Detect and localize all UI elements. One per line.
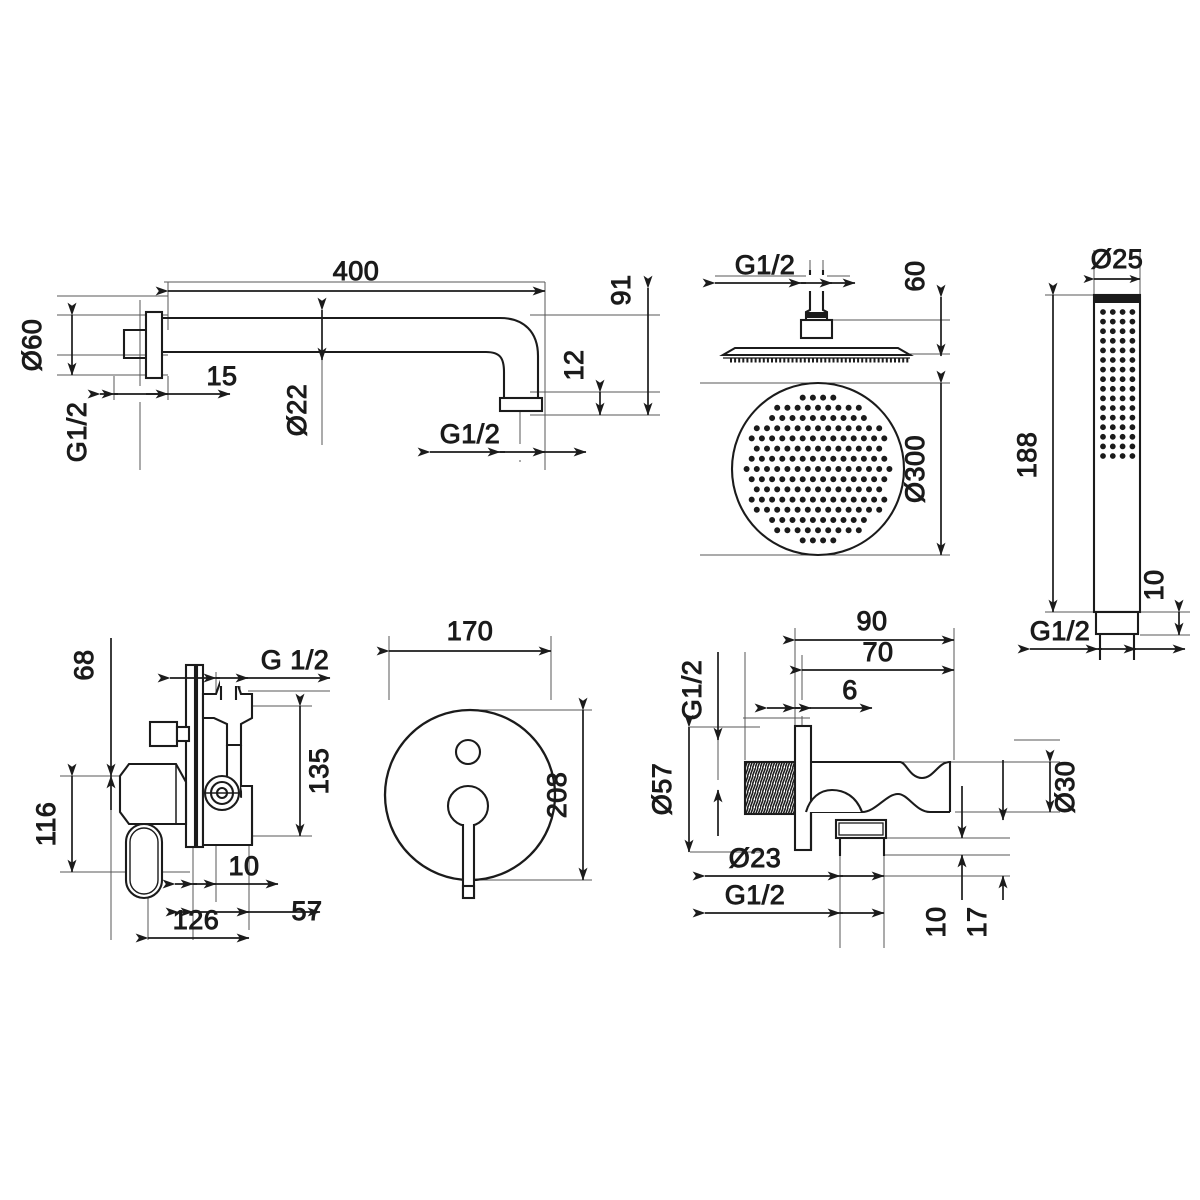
dim-d57: Ø57 xyxy=(647,714,694,853)
dim-label-17-outlet: 17 xyxy=(962,906,992,937)
view-shower-arm: 400 Ø60 G1/2 15 Ø22 91 xyxy=(17,256,660,470)
dim-10-handshower: 10 xyxy=(1139,569,1184,636)
dim-label-d23: Ø23 xyxy=(729,843,782,873)
dim-label-116: 116 xyxy=(31,802,61,847)
dim-d300: Ø300 xyxy=(900,370,946,556)
dim-g12-arm-in: G1/2 xyxy=(62,401,93,463)
dim-135: 135 xyxy=(295,693,335,837)
dim-170: 170 xyxy=(376,616,552,656)
dim-label-d30: Ø30 xyxy=(1050,761,1080,814)
dim-label-d25: Ø25 xyxy=(1091,244,1144,274)
dim-label-170: 170 xyxy=(447,616,494,646)
dim-10-outlet: 10 xyxy=(921,786,967,938)
dim-label-68: 68 xyxy=(69,649,99,680)
dim-g12-head: G1/2 xyxy=(702,250,856,291)
dim-label-90: 90 xyxy=(856,606,887,636)
view-mixer-plate: 170 208 xyxy=(376,616,592,900)
dim-6: 6 xyxy=(754,675,873,716)
dim-label-g12-head: G1/2 xyxy=(735,250,796,280)
dim-17-outlet: 17 xyxy=(962,760,1008,938)
dim-57-body: 57 xyxy=(165,896,323,927)
dim-label-400: 400 xyxy=(333,256,380,286)
dim-g12-rosette: G1/2 xyxy=(677,652,723,836)
dim-label-g12-rosette: G1/2 xyxy=(677,660,707,721)
dim-label-6: 6 xyxy=(842,675,858,705)
dim-label-g12-arm-out: G1/2 xyxy=(440,419,501,449)
view-rain-head: G1/2 60 Ø300 xyxy=(700,250,950,557)
dim-400: 400 xyxy=(155,256,546,296)
dim-d22: Ø22 xyxy=(282,297,327,437)
dim-90: 90 xyxy=(782,606,955,645)
dim-91: 91 xyxy=(606,274,653,416)
dim-12: 12 xyxy=(559,349,605,416)
view-hand-shower: Ø25 188 10 G1/2 xyxy=(1012,244,1190,660)
dim-60: 60 xyxy=(900,260,946,357)
dim-label-12: 12 xyxy=(559,349,589,380)
dim-188: 188 xyxy=(1012,282,1058,613)
dim-10-body: 10 xyxy=(162,851,279,892)
dim-label-10-handshower: 10 xyxy=(1139,569,1169,600)
dim-label-208: 208 xyxy=(542,772,572,819)
dim-label-d300: Ø300 xyxy=(900,435,930,503)
dim-label-188: 188 xyxy=(1012,432,1042,479)
dim-label-60: 60 xyxy=(900,260,930,291)
dim-label-d57: Ø57 xyxy=(647,763,677,816)
dim-70: 70 xyxy=(789,637,955,675)
dim-label-91: 91 xyxy=(606,274,636,305)
dim-label-10-body: 10 xyxy=(228,851,259,881)
dim-116: 116 xyxy=(31,763,77,873)
dim-15: 15 xyxy=(87,361,238,402)
dim-g12-body: G 1/2 xyxy=(157,645,331,686)
dim-label-g12-handshower: G1/2 xyxy=(1030,616,1091,646)
dim-208: 208 xyxy=(542,697,588,881)
view-wall-outlet: 90 70 6 Ø57 G1/2 Ø23 xyxy=(647,606,1081,948)
dim-label-126: 126 xyxy=(173,905,220,935)
dim-label-10-outlet: 10 xyxy=(921,906,951,937)
dim-label-135: 135 xyxy=(304,748,334,795)
dim-d25: Ø25 xyxy=(1083,244,1144,283)
dim-label-g12-body: G 1/2 xyxy=(261,645,330,675)
dim-label-d22: Ø22 xyxy=(282,384,312,437)
dim-g12-handshower: G1/2 xyxy=(1017,616,1186,657)
dim-label-g12-hose: G1/2 xyxy=(725,880,786,910)
dim-d23: Ø23 xyxy=(692,843,885,884)
dim-126: 126 xyxy=(135,905,250,943)
dim-label-d60: Ø60 xyxy=(17,319,47,372)
dim-label-g12-arm-in: G1/2 xyxy=(62,402,92,463)
dim-label-15: 15 xyxy=(206,361,237,391)
dim-d60: Ø60 xyxy=(17,302,77,376)
dim-d30: Ø30 xyxy=(1045,749,1081,814)
view-mixer-body: 68 G 1/2 135 116 10 xyxy=(31,638,335,943)
dim-label-57-body: 57 xyxy=(291,896,322,926)
dim-label-70: 70 xyxy=(862,637,893,667)
dim-g12-hose: G1/2 xyxy=(692,880,885,921)
dim-g12-arm-out: G1/2 xyxy=(417,419,587,460)
dim-68: 68 xyxy=(69,638,116,810)
